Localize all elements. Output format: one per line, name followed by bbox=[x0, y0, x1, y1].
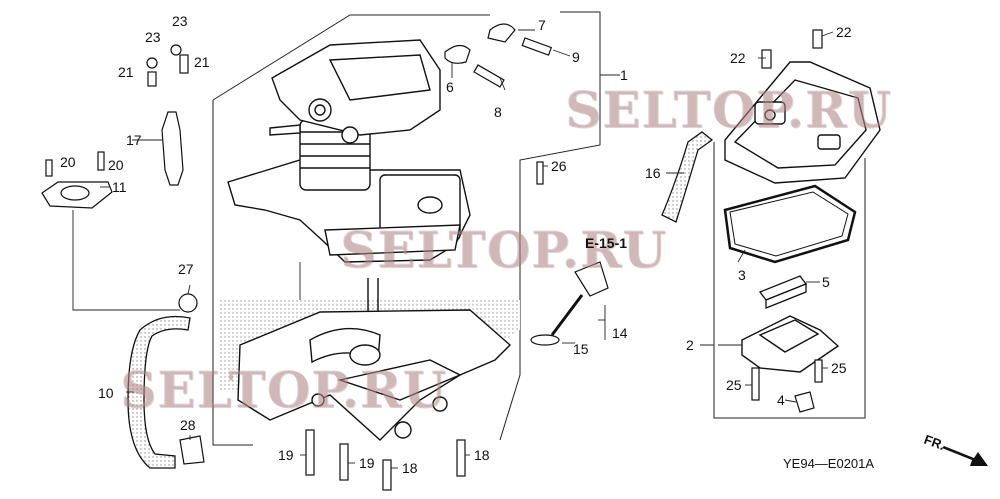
callout-10: 10 bbox=[98, 385, 114, 401]
callout-19: 19 bbox=[278, 447, 294, 463]
callout-25: 25 bbox=[831, 360, 847, 376]
callout-5: 5 bbox=[822, 274, 830, 290]
callout-23: 23 bbox=[172, 13, 188, 29]
callout-1: 1 bbox=[620, 67, 628, 83]
callout-7: 7 bbox=[538, 17, 546, 33]
callout-15: 15 bbox=[573, 341, 589, 357]
callout-9: 9 bbox=[572, 49, 580, 65]
direction-label: FR. bbox=[922, 432, 947, 453]
callout-21: 21 bbox=[194, 54, 210, 70]
hose-16 bbox=[661, 131, 714, 223]
watermark: SELTOP.RU bbox=[565, 80, 892, 139]
callout-18: 18 bbox=[474, 447, 490, 463]
callout-4: 4 bbox=[777, 392, 785, 408]
assembly-frame-2 bbox=[700, 142, 866, 419]
assembly-frame-1 bbox=[212, 11, 620, 446]
callout-8: 8 bbox=[494, 104, 502, 120]
callout-28: 28 bbox=[180, 417, 196, 433]
callout-18: 18 bbox=[402, 460, 418, 476]
head-cover bbox=[724, 61, 881, 184]
callout-2: 2 bbox=[686, 337, 694, 353]
diagram-code: YE94—E0201A bbox=[783, 456, 875, 471]
callout-27: 27 bbox=[178, 261, 194, 277]
fasteners bbox=[41, 23, 823, 491]
callout-14: 14 bbox=[612, 325, 628, 341]
reference-label: E-15-1 bbox=[585, 235, 628, 251]
engine-body bbox=[227, 39, 471, 263]
callout-19: 19 bbox=[359, 455, 375, 471]
callout-16: 16 bbox=[645, 165, 661, 181]
callout-21: 21 bbox=[118, 64, 134, 80]
breather-plate bbox=[741, 315, 840, 373]
watermark: SELTOP.RU bbox=[340, 220, 667, 279]
callout-26: 26 bbox=[551, 158, 567, 174]
crankcase bbox=[237, 278, 512, 441]
callout-22: 22 bbox=[836, 24, 852, 40]
callout-25: 25 bbox=[726, 377, 742, 393]
callout-6: 6 bbox=[446, 79, 454, 95]
front-direction-arrow-icon: FR. bbox=[922, 432, 988, 466]
callout-17: 17 bbox=[126, 132, 142, 148]
callout-20: 20 bbox=[108, 157, 124, 173]
watermark: SELTOP.RU bbox=[120, 360, 447, 419]
gasket-3 bbox=[723, 184, 857, 264]
part-5 bbox=[758, 275, 808, 309]
callout-23: 23 bbox=[145, 29, 161, 45]
callout-3: 3 bbox=[738, 267, 746, 283]
hose-10 bbox=[127, 315, 191, 469]
callout-20: 20 bbox=[60, 154, 76, 170]
leader-lines bbox=[72, 29, 834, 469]
callout-11: 11 bbox=[112, 179, 127, 195]
callout-22: 22 bbox=[730, 50, 746, 66]
